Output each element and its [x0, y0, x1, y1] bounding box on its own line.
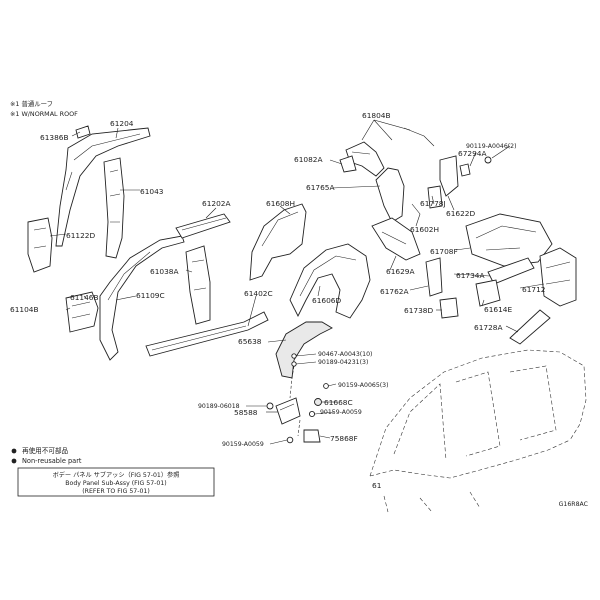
part-61043-pillar[interactable]: [103, 157, 125, 259]
part-61708F-frame[interactable]: [465, 213, 553, 267]
refbox-line-2: Body Panel Sub-Assy (FIG 57-01): [65, 480, 166, 487]
label-61614E: 61614E: [484, 305, 513, 314]
part-61606D-wheelhouse-outer[interactable]: [289, 243, 371, 319]
label-61728A: 61728A: [474, 323, 503, 332]
body-outline: [369, 349, 587, 513]
fastener-90159-A0059-b[interactable]: [286, 436, 294, 444]
label-58588: 58588: [234, 408, 258, 417]
legend-bullet-1: [11, 448, 17, 454]
label-61629A: 61629A: [386, 267, 415, 276]
label-75868F: 75868F: [330, 434, 358, 443]
label-61762A: 61762A: [380, 287, 409, 296]
label-61734A: 61734A: [456, 271, 485, 280]
leader-lines: [49, 119, 545, 445]
label-90467-A0043: 90467-A0043(10): [318, 351, 372, 358]
label-90159-A0059-a: 90159-A0059: [320, 409, 362, 416]
fastener-90189-06018[interactable]: [266, 402, 274, 410]
part-61082A-bracket[interactable]: [339, 155, 357, 173]
legend-item-1: 再使用不可部品: [22, 446, 69, 455]
label-90189-06018: 90189-06018: [198, 403, 240, 410]
fastener-90159-A0065[interactable]: [323, 383, 329, 389]
label-67294A: 67294A: [458, 149, 487, 158]
note-line-1: ※1 普通ルーフ: [10, 99, 53, 108]
label-61146B: 61146B: [70, 293, 99, 302]
part-61146B-gusset[interactable]: [65, 291, 99, 333]
label-90189-04231: 90189-04231(3): [318, 359, 368, 366]
label-61402C: 61402C: [244, 289, 273, 298]
label-61: 61: [372, 481, 382, 490]
part-61734A-rail[interactable]: [487, 257, 535, 285]
part-61712-quarter-inner[interactable]: [539, 247, 577, 307]
part-61109C-pillar[interactable]: [99, 235, 185, 361]
label-61668C: 61668C: [324, 398, 353, 407]
legend-bullet-2: [11, 458, 17, 464]
label-61602H: 61602H: [410, 225, 439, 234]
label-61204: 61204: [110, 119, 134, 128]
label-61386B: 61386B: [40, 133, 69, 142]
label-90159-A0065: 90159-A0065(3): [338, 382, 389, 389]
part-61738D-bracket[interactable]: [439, 297, 459, 319]
part-67294A-clip[interactable]: [459, 163, 471, 177]
note-line-2: ※1 W/NORMAL ROOF: [10, 110, 78, 118]
part-61122D-bracket[interactable]: [27, 217, 53, 273]
part-65638-liner[interactable]: [275, 321, 333, 379]
label-61804B: 61804B: [362, 111, 391, 120]
part-61762A-bracket[interactable]: [425, 257, 443, 297]
label-61038A: 61038A: [150, 267, 179, 276]
part-61728A-brace[interactable]: [509, 309, 551, 345]
label-61043: 61043: [140, 187, 164, 196]
label-61712: 61712: [522, 285, 546, 294]
label-61778J: 61778J: [420, 199, 446, 208]
label-61765A: 61765A: [306, 183, 335, 192]
part-61204-roof-rail[interactable]: [55, 127, 151, 247]
part-61608H-wheelhouse-inner[interactable]: [249, 203, 307, 281]
part-61778J-stiffener[interactable]: [427, 185, 443, 209]
label-61708F: 61708F: [430, 247, 458, 256]
label-61082A: 61082A: [294, 155, 323, 164]
refbox-line-3: (REFER TO FIG 57-01): [82, 488, 150, 495]
label-90119-A0046: 90119-A0046(2): [466, 143, 517, 150]
fastener-90189-04231[interactable]: [291, 361, 297, 367]
part-61765A-pillar-inner[interactable]: [375, 167, 405, 223]
refbox-line-1: ボデー パネル サブアッシ（FIG 57-01）参照: [53, 471, 180, 479]
label-61622D: 61622D: [446, 209, 476, 218]
part-61629A-panel[interactable]: [371, 217, 421, 261]
part-61038A-pillar[interactable]: [185, 245, 211, 325]
part-61614E-panel[interactable]: [475, 279, 501, 307]
part-61386B-bracket[interactable]: [75, 125, 91, 139]
figure-code: G16R8AC: [559, 501, 588, 508]
fastener-90159-A0059-a[interactable]: [308, 410, 316, 418]
fastener-90467-A0043[interactable]: [291, 353, 297, 359]
part-58588-bracket[interactable]: [275, 397, 301, 425]
legend-item-2: Non-reusable part: [22, 457, 82, 465]
label-90159-A0059-b: 90159-A0059: [222, 441, 264, 448]
fastener-90119-A0046[interactable]: [484, 156, 492, 164]
part-75868F-clip[interactable]: [303, 429, 321, 443]
part-labels: 61386B 61204 61043 61122D 61104B 61146B …: [10, 111, 546, 490]
legend: 再使用不可部品 Non-reusable part: [11, 446, 82, 465]
label-65638: 65638: [238, 337, 262, 346]
fastener-61668C[interactable]: [314, 398, 322, 406]
label-61608H: 61608H: [266, 199, 295, 208]
label-61606D: 61606D: [312, 296, 342, 305]
reference-box: ボデー パネル サブアッシ（FIG 57-01）参照 Body Panel Su…: [17, 467, 215, 497]
label-61122D: 61122D: [66, 231, 96, 240]
label-61738D: 61738D: [404, 306, 434, 315]
part-61622D-bracket[interactable]: [439, 155, 459, 197]
part-61402C-rocker[interactable]: [145, 311, 269, 357]
part-61202A-rail[interactable]: [175, 213, 231, 239]
label-61104B: 61104B: [10, 305, 39, 314]
label-61109C: 61109C: [136, 291, 165, 300]
label-61202A: 61202A: [202, 199, 231, 208]
